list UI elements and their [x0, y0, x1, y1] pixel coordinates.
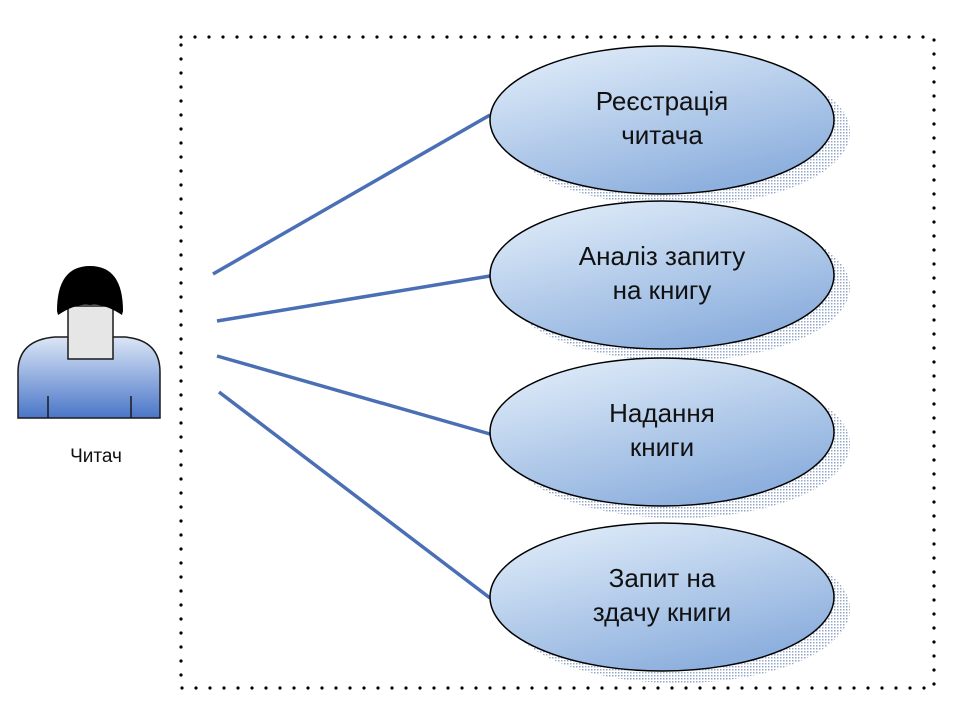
actor-body [17, 336, 161, 419]
actor-label: Читач [70, 446, 122, 467]
use-case-label: Аналіз запиту [579, 241, 745, 271]
user-icon [17, 266, 161, 419]
use-case-book-issue[interactable]: Надання книги [489, 357, 850, 518]
association-line [212, 113, 491, 276]
use-case-ellipse [489, 200, 835, 350]
use-case-ellipse [489, 522, 835, 672]
use-case-label: здачу книги [593, 597, 731, 627]
use-case-ellipse [489, 45, 835, 195]
use-case-registration[interactable]: Реєстрація читача [489, 45, 850, 206]
actor-head [57, 266, 123, 315]
use-case-label: Реєстрація [596, 86, 729, 116]
association-line [216, 354, 491, 436]
use-case-label: Запит на [609, 563, 716, 593]
system-boundary [179, 35, 936, 690]
use-case-label: читача [621, 120, 703, 150]
use-case-label: Надання [609, 398, 715, 428]
association-line [217, 390, 492, 600]
use-case-label: книги [630, 432, 694, 462]
use-case-ellipse [489, 357, 835, 507]
use-case-label: на книгу [613, 275, 712, 305]
association-line [216, 274, 491, 323]
use-case-book-return-request[interactable]: Запит на здачу книги [489, 522, 850, 683]
associations [212, 113, 492, 600]
actor-face [67, 305, 114, 360]
use-case-request-analysis[interactable]: Аналіз запиту на книгу [489, 200, 850, 361]
actor-reader[interactable]: Читач [17, 266, 161, 467]
